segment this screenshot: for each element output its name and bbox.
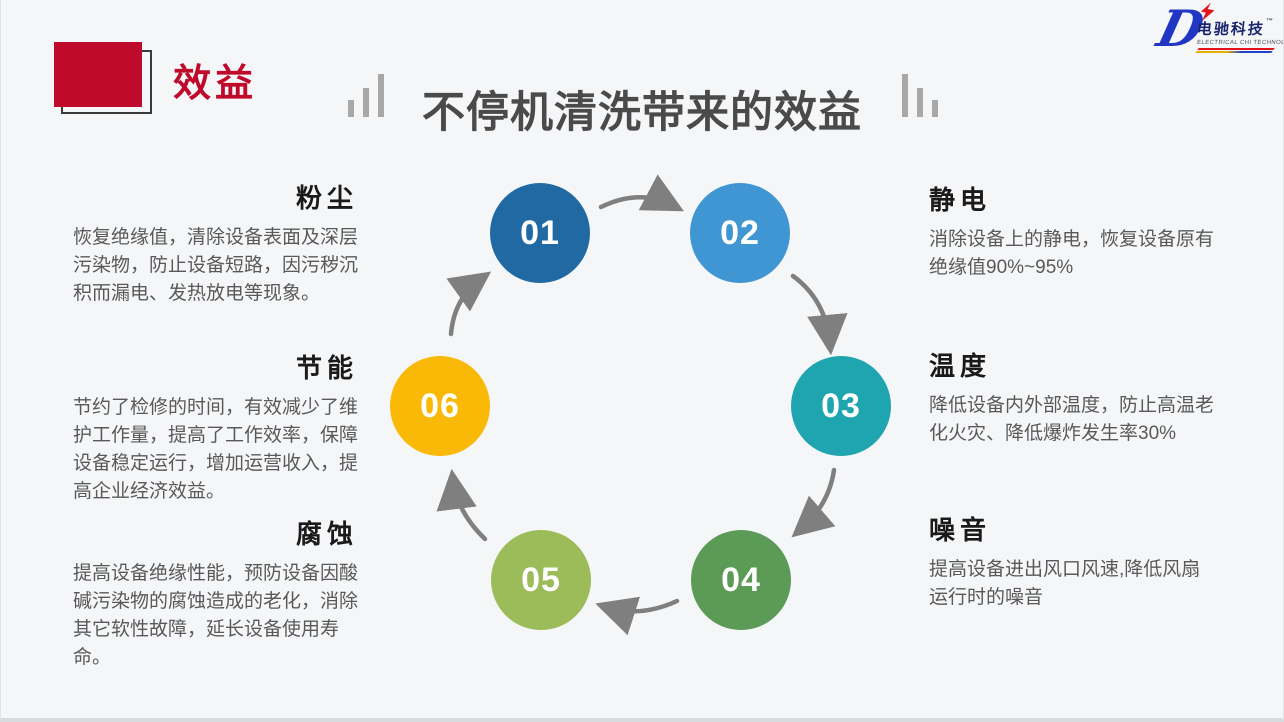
signal-bars-ascending-icon — [348, 74, 384, 117]
arrow-step1-to-step2 — [598, 174, 684, 212]
benefit-body: 恢复绝缘值，清除设备表面及深层污染物，防止设备短路，因污秽沉积而漏电、发热放电等… — [73, 227, 359, 304]
benefit-block-temperature: 温度 降低设备内外部温度，防止高温老化火灾、降低爆炸发生率30% — [929, 346, 1214, 448]
logo-stripes-icon — [1195, 48, 1275, 53]
step-circle-05: 05 — [491, 530, 591, 630]
page-title: 不停机清洗带来的效益 — [422, 89, 862, 137]
benefit-title: 粉尘 — [295, 183, 358, 213]
arrow-step6-to-step1 — [446, 271, 492, 337]
step-circle-03: 03 — [791, 356, 891, 456]
step-circle-02: 02 — [690, 183, 790, 283]
arrow-step5-to-step6 — [436, 468, 488, 542]
logo-company-name: 电驰科技™ — [1196, 18, 1283, 39]
trademark-symbol: ™ — [1265, 18, 1274, 25]
logo-name-text: 电驰科技 — [1196, 21, 1266, 38]
benefit-block-static: 静电 消除设备上的静电，恢复设备原有绝缘值90%~95% — [929, 180, 1214, 282]
benefit-body: 提高设备绝缘性能，预防设备因酸碱污染物的腐蚀造成的老化，消除其它软性故障，延长设… — [73, 563, 359, 668]
benefit-block-corrosion: 腐蚀 提高设备绝缘性能，预防设备因酸碱污染物的腐蚀造成的老化，消除其它软性故障，… — [73, 514, 358, 672]
benefit-title: 噪音 — [929, 515, 992, 545]
benefit-title: 静电 — [929, 185, 992, 215]
cycle-arrows — [436, 174, 848, 636]
step-circle-06: 06 — [390, 356, 490, 456]
step-circle-04: 04 — [691, 530, 791, 630]
benefit-title: 温度 — [929, 351, 992, 381]
section-title: 效益 — [173, 63, 258, 105]
signal-bars-descending-icon — [902, 74, 938, 117]
benefit-body: 提高设备进出风口风速,降低风扇运行时的噪音 — [929, 559, 1201, 608]
benefit-body: 节约了检修的时间，有效减少了维护工作量，提高了工作效率，保障设备稳定运行，增加运… — [73, 397, 359, 502]
lightning-icon — [1200, 2, 1215, 22]
arrow-step2-to-step3 — [790, 273, 848, 356]
arrow-step4-to-step5 — [595, 596, 680, 636]
benefit-body: 消除设备上的静电，恢复设备原有绝缘值90%~95% — [929, 229, 1215, 278]
step-circle-01: 01 — [490, 183, 590, 283]
company-logo: D 电驰科技™ ELECTRICAL CHI TECHNOLOGY — [1152, 0, 1284, 62]
benefit-title: 节能 — [295, 353, 358, 383]
title-badge — [54, 42, 142, 107]
logo-text: 电驰科技™ ELECTRICAL CHI TECHNOLOGY — [1195, 18, 1284, 54]
arrow-step3-to-step4 — [791, 467, 837, 538]
benefit-title: 腐蚀 — [295, 519, 358, 549]
benefit-block-energy: 节能 节约了检修的时间，有效减少了维护工作量，提高了工作效率，保障设备稳定运行，… — [73, 348, 358, 506]
logo-subtitle: ELECTRICAL CHI TECHNOLOGY — [1196, 40, 1284, 46]
benefit-body: 降低设备内外部温度，防止高温老化火灾、降低爆炸发生率30% — [929, 395, 1215, 444]
benefit-block-noise: 噪音 提高设备进出风口风速,降低风扇运行时的噪音 — [929, 510, 1214, 612]
benefit-block-dust: 粉尘 恢复绝缘值，清除设备表面及深层污染物，防止设备短路，因污秽沉积而漏电、发热… — [73, 178, 358, 308]
